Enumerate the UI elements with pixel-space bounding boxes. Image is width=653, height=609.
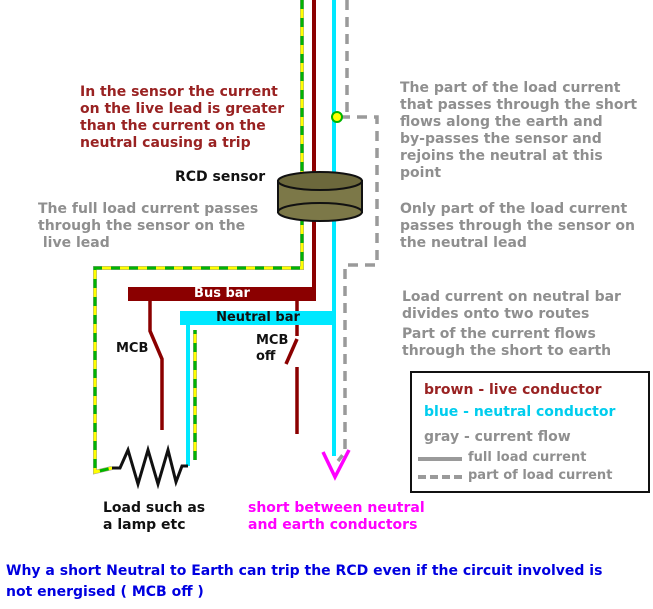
- legend-blue-neutral: blue - neutral conductor: [424, 404, 616, 420]
- legend-part-load: part of load current: [468, 468, 613, 483]
- load-resistor: [112, 444, 188, 490]
- full-load-line-sample: [418, 457, 462, 461]
- rejoin-point-dot: [331, 111, 343, 123]
- mcb-left-wire: [148, 301, 164, 430]
- label-bus-bar: Bus bar: [194, 286, 250, 301]
- note-full-load: The full load current passes through the…: [38, 201, 259, 252]
- note-divide: Load current on neutral bar divides onto…: [402, 289, 621, 323]
- label-mcb-left: MCB: [116, 341, 149, 356]
- legend-brown-live: brown - live conductor: [424, 382, 602, 398]
- earth-bypass-dashed-wire: [336, 115, 379, 463]
- short-v-mark: [321, 449, 351, 481]
- label-neutral-bar: Neutral bar: [216, 310, 300, 325]
- legend-full-load: full load current: [468, 450, 587, 465]
- label-short: short between neutral and earth conducto…: [248, 500, 425, 534]
- mcb-right-open-blade: [284, 338, 299, 365]
- part-load-line-sample: [418, 475, 462, 479]
- flow-overlay-green: [93, 0, 304, 474]
- note-short-flow: Part of the current flows through the sh…: [402, 326, 612, 360]
- bus-bar: [128, 287, 316, 301]
- rcd-sensor-cylinder: [277, 171, 363, 222]
- note-partial: Only part of the load current passes thr…: [400, 201, 635, 252]
- note-trip: In the sensor the current on the live le…: [80, 84, 285, 152]
- note-bypass: The part of the load current that passes…: [400, 80, 638, 182]
- legend-box: brown - live conductor blue - neutral co…: [410, 371, 650, 493]
- label-mcb-right: MCB off: [256, 333, 289, 364]
- label-rcd-sensor: RCD sensor: [175, 169, 266, 185]
- legend-gray-flow: gray - current flow: [424, 429, 571, 445]
- diagram-title: Why a short Neutral to Earth can trip th…: [6, 563, 603, 600]
- neutral-bar: [180, 311, 336, 325]
- label-load: Load such as a lamp etc: [103, 500, 206, 534]
